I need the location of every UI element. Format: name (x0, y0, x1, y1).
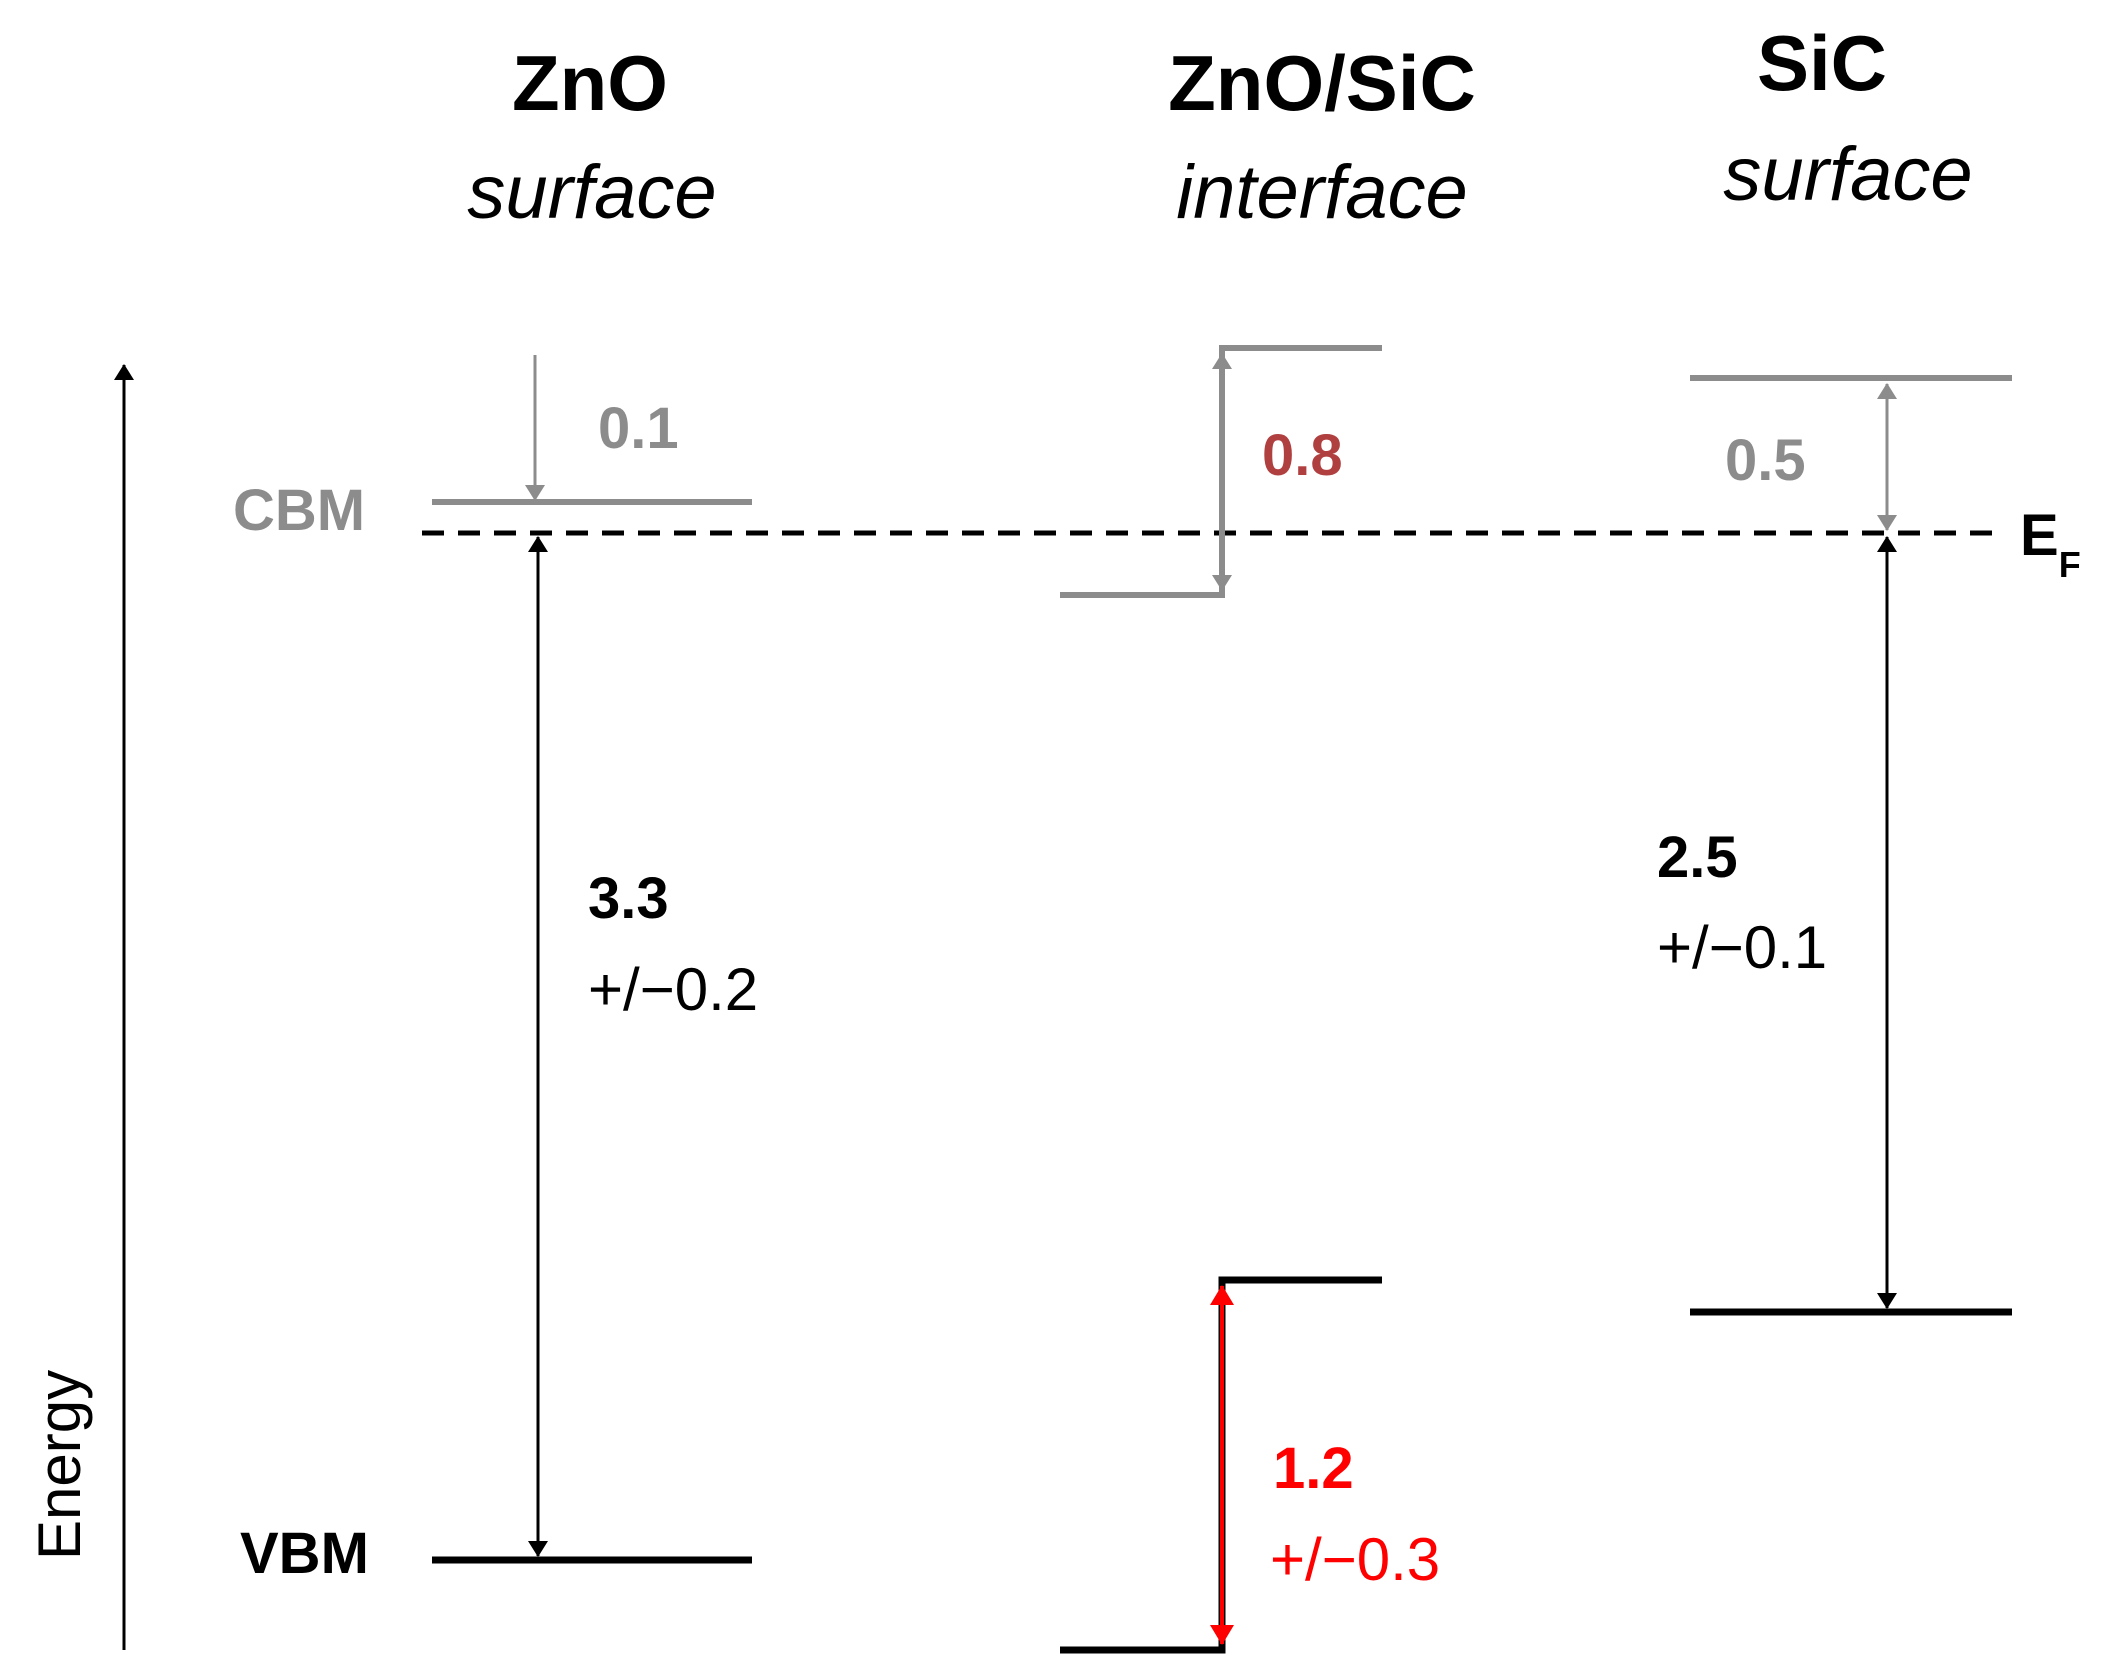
sic-gap-error: +/−0.1 (1657, 914, 1827, 981)
zno-cbm-offset-value: 0.1 (598, 396, 679, 461)
zno-gap-value: 3.3 (588, 866, 669, 931)
sic-subtitle: surface (1723, 132, 1972, 217)
interface-vb-offset-value: 1.2 (1273, 1436, 1354, 1501)
fermi-subscript: F (2059, 544, 2081, 585)
zno-subtitle: surface (467, 150, 716, 235)
interface-cb-offset-value: 0.8 (1262, 423, 1343, 488)
zno-cbm-label: CBM (233, 478, 365, 543)
sic-cbm-offset-value: 0.5 (1725, 428, 1806, 493)
zno-title: ZnO (512, 39, 668, 127)
interface-title: ZnO/SiC (1168, 39, 1476, 127)
sic-gap-value: 2.5 (1657, 825, 1738, 890)
fermi-level-label: EF (2020, 503, 2081, 585)
zno-vbm-label: VBM (240, 1521, 369, 1586)
zno-gap-error: +/−0.2 (588, 956, 758, 1023)
sic-title: SiC (1757, 19, 1887, 107)
interface-subtitle: interface (1176, 150, 1468, 235)
interface-vb-error: +/−0.3 (1270, 1526, 1440, 1593)
energy-axis-label: Energy (26, 1370, 93, 1560)
